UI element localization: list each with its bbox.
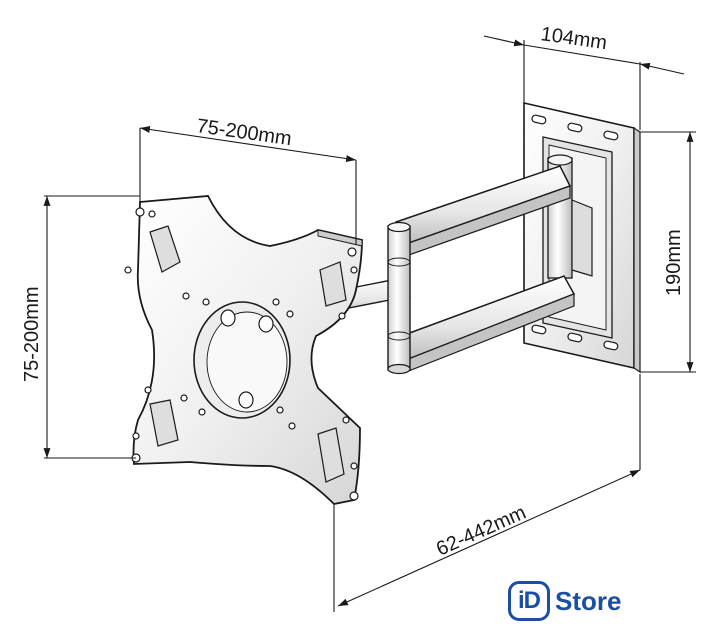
articulating-arm bbox=[291, 165, 576, 375]
left-height-label: 75-200mm bbox=[21, 286, 43, 382]
logo-badge: iD bbox=[508, 581, 550, 621]
vesa-plate bbox=[124, 195, 363, 505]
wall-plate bbox=[523, 101, 641, 374]
logo-word: Store bbox=[555, 585, 622, 616]
dimension-lines bbox=[43, 35, 696, 612]
idstore-logo: iD Store bbox=[508, 580, 621, 622]
arm-extension-label: 62-442mm bbox=[433, 502, 529, 561]
wall-plate-height-label: 190mm bbox=[663, 229, 685, 296]
top-width-label: 75-200mm bbox=[195, 115, 293, 150]
